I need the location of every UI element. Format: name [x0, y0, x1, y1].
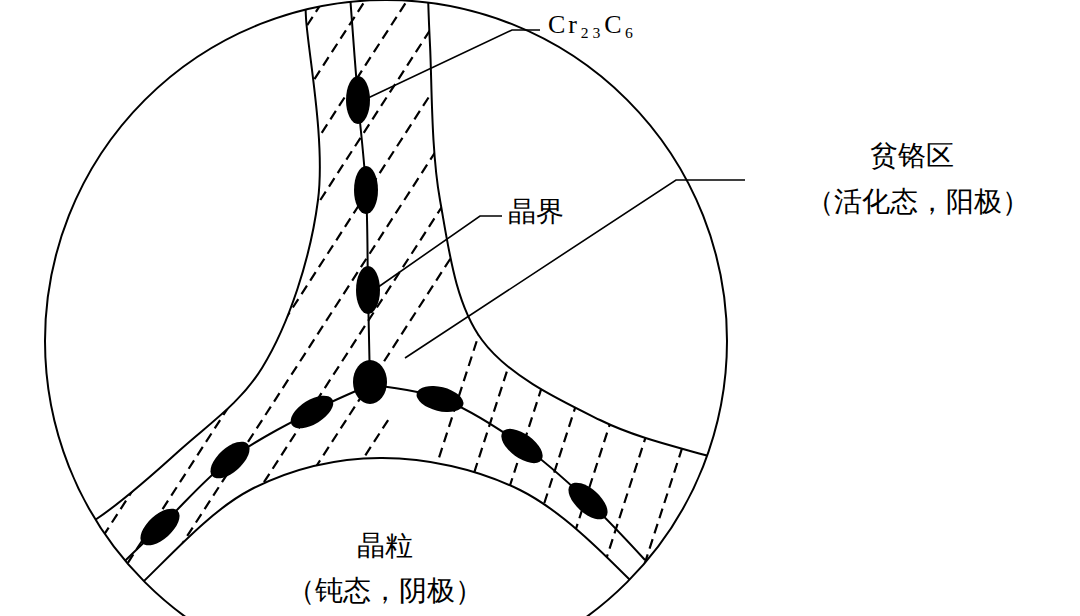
grain-boundary — [95, 385, 370, 590]
grain-label: 晶粒 — [357, 530, 413, 562]
carbide-particle — [356, 266, 380, 314]
field-of-view — [0, 0, 876, 616]
carbide-particle — [285, 389, 338, 435]
grain-outline — [40, 0, 320, 548]
grain-state-label: （钝态，阴极） — [287, 575, 483, 607]
carbide-particle — [134, 502, 186, 552]
leader-line — [374, 216, 502, 290]
carbide-particle — [346, 76, 370, 124]
carbide-particle — [414, 382, 466, 417]
boundary-label: 晶界 — [508, 196, 564, 228]
depletion-hatching — [380, 300, 850, 616]
carbide-particle — [562, 476, 614, 526]
zone-state-label: （活化态，阳极） — [806, 186, 1030, 218]
carbide-label: Cr₂₃C₆ — [548, 10, 637, 40]
carbide-particle — [353, 360, 387, 404]
leader-line — [368, 30, 540, 98]
depletion-hatching — [0, 0, 876, 616]
zone-label: 贫铬区 — [870, 140, 954, 172]
carbide-particle — [354, 166, 378, 214]
carbide-particle — [496, 422, 549, 470]
carbide-particle — [204, 435, 256, 485]
leader-line — [405, 180, 745, 358]
field-circle — [45, 0, 727, 616]
